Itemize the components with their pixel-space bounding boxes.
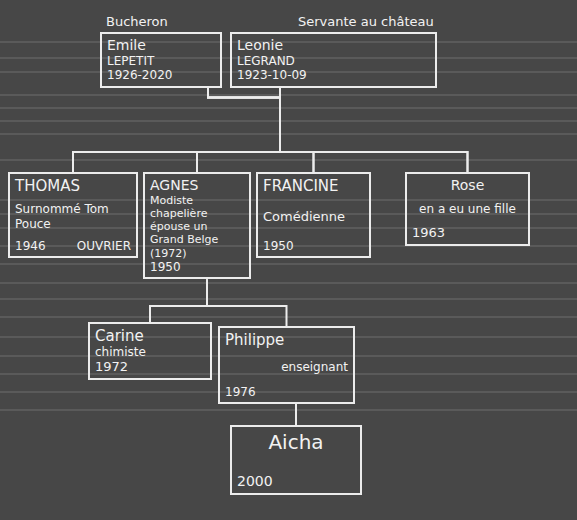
person-text: Emile xyxy=(107,37,215,54)
person-text: 1926-2020 xyxy=(107,68,215,82)
person-text: épouse un Grand Belge (1972) xyxy=(150,220,244,260)
board-line xyxy=(0,337,577,338)
person-text: 2000 xyxy=(237,473,355,490)
board-line xyxy=(0,356,577,357)
person-box: Rose en a eu une fille 1963 xyxy=(405,172,530,246)
person-text: 1972 xyxy=(95,359,205,375)
board-line xyxy=(0,283,577,284)
person-text: OUVRIER xyxy=(77,239,131,253)
board-line xyxy=(0,317,577,318)
board-line xyxy=(0,42,577,43)
family-link xyxy=(207,279,287,326)
person-box: AGNESModiste chapelièreépouse un Grand B… xyxy=(143,172,251,279)
family-link xyxy=(295,404,297,425)
board-line xyxy=(0,374,577,375)
person-text: Modiste chapelière xyxy=(150,194,244,220)
family-link xyxy=(280,88,468,172)
person-text: en a eu une fille xyxy=(412,202,523,216)
person-text: chimiste xyxy=(95,345,205,359)
person-text: LEGRAND xyxy=(237,54,430,68)
person-box: Carinechimiste1972 xyxy=(88,322,212,380)
board-line xyxy=(0,108,577,109)
person-text: Carine xyxy=(95,327,205,345)
person-text: Comédienne xyxy=(263,209,364,225)
person-text: 1923-10-09 xyxy=(237,68,430,82)
person-box: Philippe enseignant 1976 xyxy=(218,326,355,404)
board-line xyxy=(0,200,577,201)
person-text: Rose xyxy=(412,177,523,194)
occupation-label: Servante au château xyxy=(298,14,434,30)
board-line xyxy=(0,410,577,411)
person-box: THOMAS Surnommé Tom Pouce 1946 OUVRIER xyxy=(8,172,138,258)
family-link xyxy=(197,88,280,172)
person-text: LEPETIT xyxy=(107,54,215,68)
board-line xyxy=(0,392,577,393)
person-box: FRANCINE Comédienne 1950 xyxy=(256,172,371,258)
occupation-label: Bucheron xyxy=(106,14,168,30)
person-text: 1963 xyxy=(412,225,523,241)
person-text: enseignant xyxy=(225,360,348,374)
family-link xyxy=(197,88,280,172)
person-text: 1950 xyxy=(150,260,244,274)
board-line xyxy=(0,95,577,96)
board-line xyxy=(0,160,577,161)
person-text: Philippe xyxy=(225,331,348,349)
person-text: Leonie xyxy=(237,37,430,54)
person-box: Aicha 2000 xyxy=(230,425,362,495)
board-line xyxy=(0,264,577,265)
family-link xyxy=(280,88,314,172)
board-line xyxy=(0,134,577,135)
family-link xyxy=(208,88,468,172)
person-text: AGNES xyxy=(150,177,244,194)
person-text: Aicha xyxy=(237,430,355,454)
person-box: BucheronEmileLEPETIT1926-2020 xyxy=(100,32,222,88)
board-line xyxy=(0,121,577,122)
board-line xyxy=(0,228,577,229)
person-text: 1946 xyxy=(15,239,46,253)
family-link xyxy=(150,279,207,322)
person-text: FRANCINE xyxy=(263,177,364,195)
board-line xyxy=(0,299,577,300)
person-box: Servante au châteauLeonieLEGRAND1923-10-… xyxy=(230,32,437,88)
family-link xyxy=(73,88,280,172)
family-link xyxy=(73,88,280,172)
person-text: THOMAS xyxy=(15,177,131,195)
person-text: 1976 xyxy=(225,385,348,399)
family-link xyxy=(208,88,314,172)
person-text: 1950 xyxy=(263,239,364,253)
person-text: Surnommé Tom Pouce xyxy=(15,202,131,231)
